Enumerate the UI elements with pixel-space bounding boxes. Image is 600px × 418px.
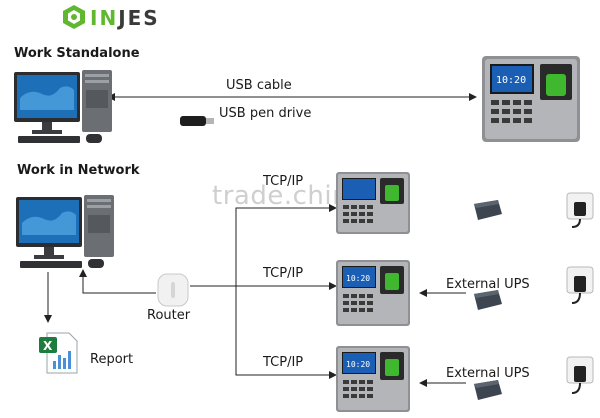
report-label: Report (90, 352, 134, 367)
usb-pen-drive-label: USB pen drive (219, 106, 312, 121)
usb-drive-icon (180, 114, 214, 128)
svg-text:10:20: 10:20 (346, 274, 370, 283)
tcp-ip-label-bottom: TCP/IP (263, 355, 304, 370)
network-trunk-line (235, 207, 336, 376)
svg-text:10:20: 10:20 (346, 360, 370, 369)
desktop-computer-icon (12, 68, 122, 146)
svg-text:X: X (43, 339, 53, 353)
brand-logo-text: INJES (90, 6, 160, 30)
router-icon (156, 272, 190, 308)
standalone-title: Work Standalone (14, 46, 140, 61)
ups-adapter-icon (472, 288, 504, 312)
network-title: Work in Network (17, 163, 140, 178)
power-socket-icon (566, 266, 594, 306)
external-ups-label-mid: External UPS (446, 277, 530, 292)
injes-logo-icon (62, 4, 86, 30)
router-to-pc-line (79, 269, 156, 294)
fingerprint-terminal-icon: 10:20 (482, 56, 580, 142)
fingerprint-terminal-icon: 10:20 (336, 260, 410, 326)
excel-report-icon: X (39, 331, 79, 375)
fingerprint-terminal-icon (336, 172, 410, 234)
external-ups-label-bottom: External UPS (446, 366, 530, 381)
power-socket-icon (566, 356, 594, 396)
brand-name-green: IN (90, 6, 119, 30)
ups-adapter-icon (472, 198, 504, 222)
usb-cable-label: USB cable (226, 78, 292, 93)
router-label: Router (147, 308, 191, 323)
desktop-computer-icon (14, 193, 124, 271)
ups-adapter-icon (472, 378, 504, 402)
svg-text:10:20: 10:20 (496, 75, 526, 86)
tcp-ip-label-top: TCP/IP (263, 174, 304, 189)
tcp-ip-label-mid: TCP/IP (263, 266, 304, 281)
power-socket-icon (566, 192, 594, 228)
brand-name-dark: JES (118, 6, 160, 30)
fingerprint-terminal-icon: 10:20 (336, 346, 410, 412)
